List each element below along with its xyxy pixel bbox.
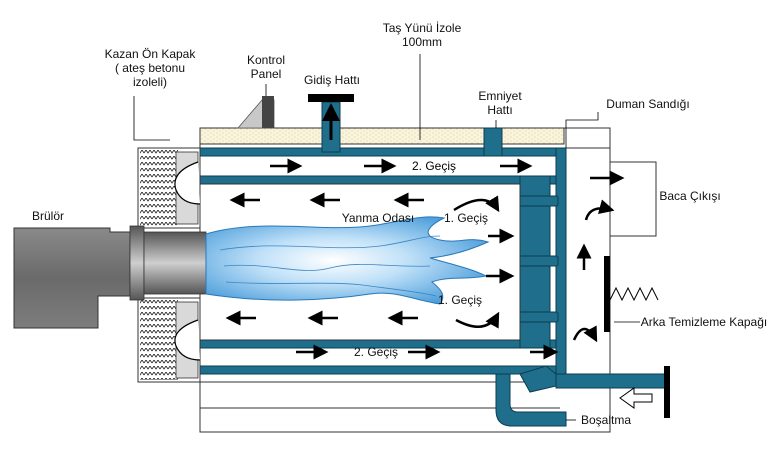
control-panel-label-2: Panel (251, 67, 282, 81)
leader-lines (133, 54, 640, 421)
burner (13, 225, 207, 329)
curved-arrow-icon (584, 199, 615, 221)
flow-line-pipe (308, 94, 354, 153)
flow-line-label: Gidiş Hattı (304, 73, 360, 87)
drain-label: Boşaltma (581, 413, 631, 427)
second-pass-top-label: 2. Geçiş (412, 159, 456, 173)
safety-line-pipe (483, 127, 503, 157)
front-cover (137, 147, 201, 383)
collector-rings (511, 195, 559, 323)
burner-label: Brülör (32, 209, 64, 223)
rear-cleaning-cover-label: Arka Temizleme Kapağı (641, 315, 768, 329)
curved-arrow-icon (572, 325, 598, 343)
control-panel-label-1: Kontrol (247, 53, 285, 67)
rear-cleaning-cover (604, 256, 610, 332)
smoke-box (565, 147, 611, 379)
curved-arrows (453, 195, 615, 343)
front-cover-label-3: izoleli) (133, 75, 167, 89)
curved-arrow-icon (453, 195, 500, 213)
safety-line-label-2: Hattı (487, 103, 512, 117)
safety-line-label-1: Emniyet (478, 89, 522, 103)
control-panel (237, 96, 275, 129)
combustion-chamber-label: Yanma Odası (342, 211, 414, 225)
insulation-label-2: 100mm (402, 35, 442, 49)
chimney-outlet (609, 161, 657, 237)
drain-pipe (495, 373, 567, 427)
flow-arrows (225, 158, 625, 360)
front-cover-label-1: Kazan Ön Kapak (105, 47, 197, 61)
first-pass-bottom-label: 1. Geçiş (438, 293, 482, 307)
insulation-label-1: Taş Yünü İzole (383, 21, 462, 35)
spring-icon (609, 286, 659, 302)
second-pass-bottom-label: 2. Geçiş (354, 345, 398, 359)
chimney-outlet-label: Baca Çıkışı (659, 189, 720, 203)
front-cover-label-2: ( ateş betonu (115, 61, 185, 75)
first-pass-top-label: 1. Geçiş (444, 211, 488, 225)
flame-lines (219, 235, 441, 297)
curved-arrow-icon (455, 311, 500, 329)
smoke-box-label: Duman Sandığı (606, 97, 689, 111)
return-inlet (555, 366, 670, 418)
